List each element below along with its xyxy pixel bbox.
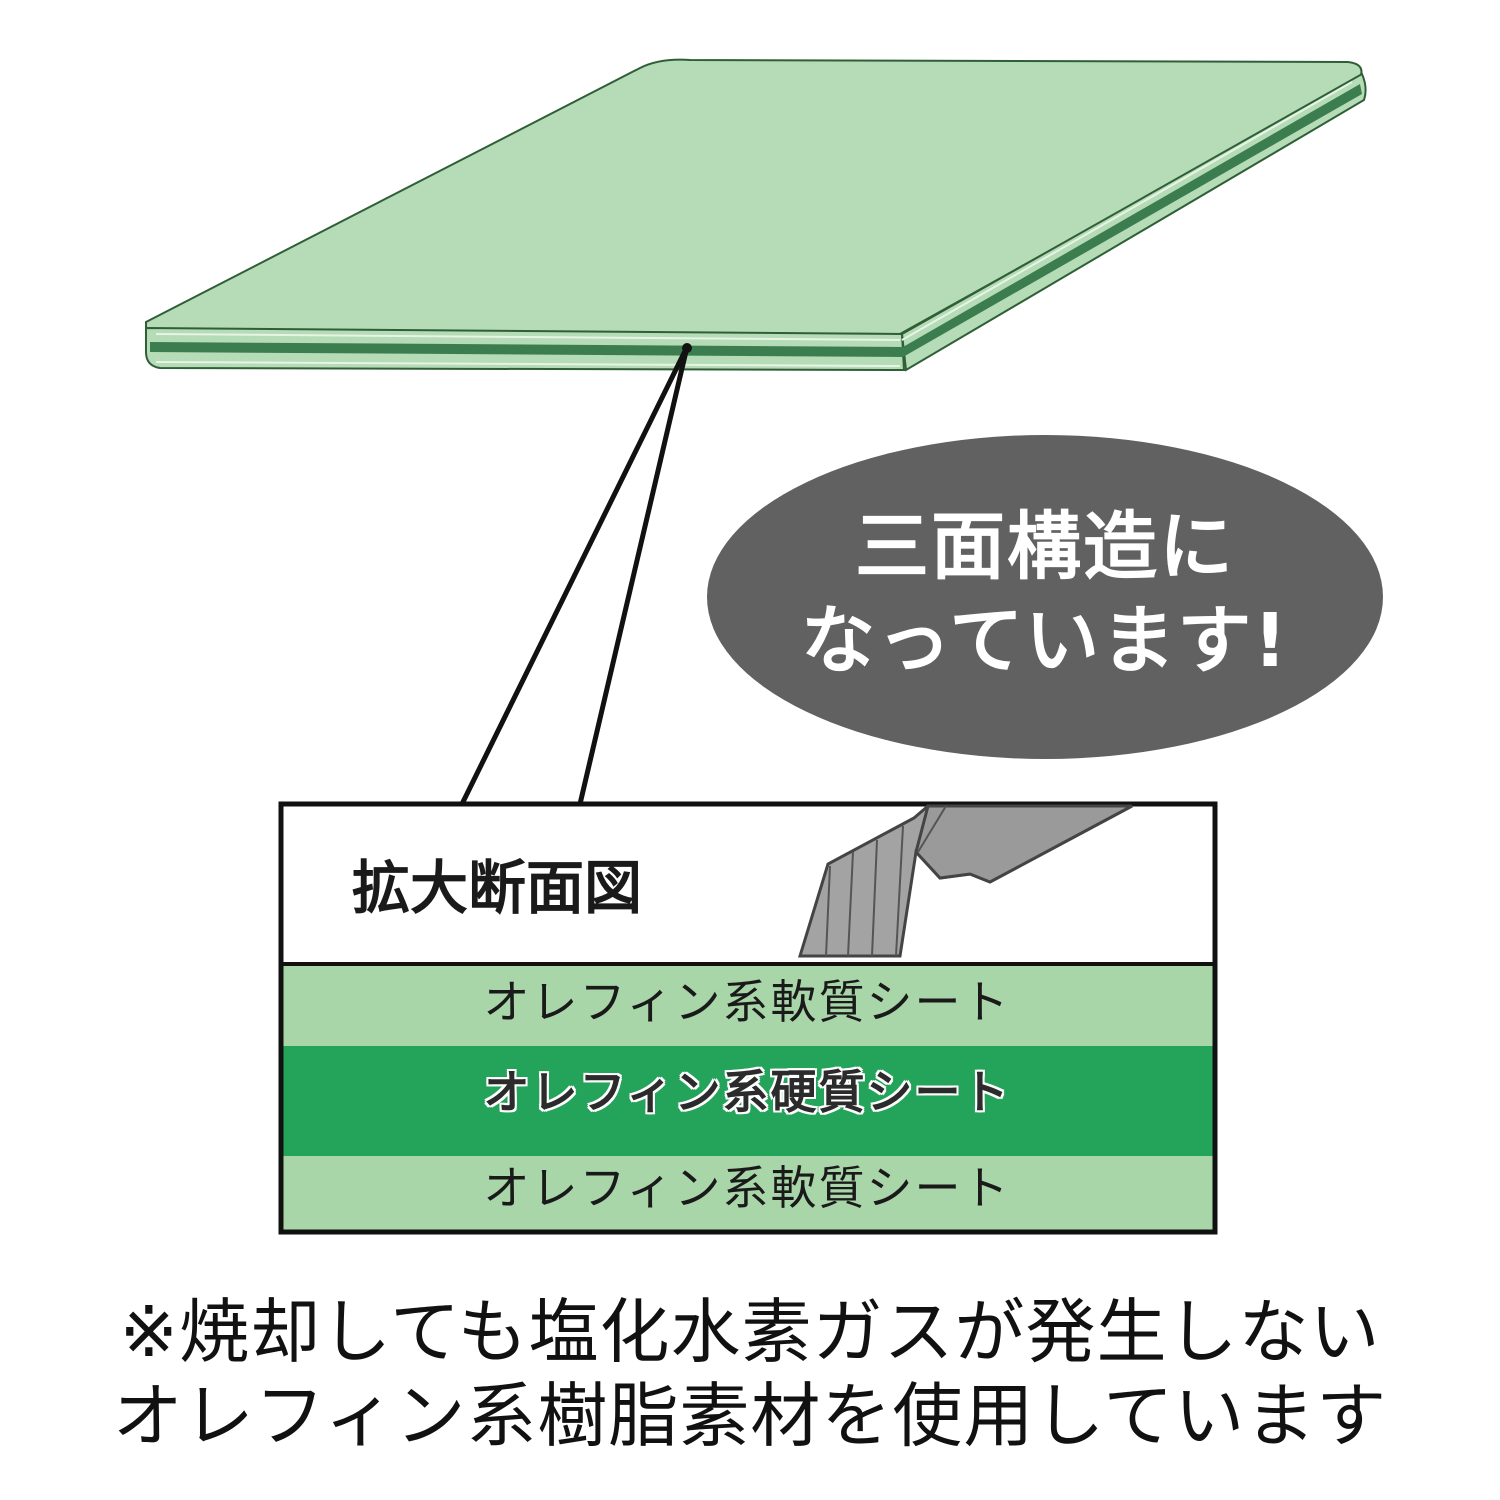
layer-label-soft-bottom: オレフィン系軟質シート — [483, 1161, 1011, 1215]
cross-section-box — [278, 801, 1218, 1235]
callout-leader — [459, 343, 692, 806]
layer-label-soft-top: オレフィン系軟質シート — [483, 975, 1011, 1029]
speech-bubble — [707, 435, 1383, 759]
layer-hard-middle — [281, 1046, 1215, 1156]
footnote: ※焼却しても塩化水素ガスが発生しない オレフィン系樹脂素材を使用しています — [0, 1290, 1500, 1458]
layer-label-hard-middle: オレフィン系硬質シート — [483, 1065, 1011, 1119]
layer-soft-bottom — [281, 1156, 1215, 1232]
speech-bubble-line-1: 三面構造に — [855, 504, 1235, 590]
footnote-line-2: オレフィン系樹脂素材を使用しています — [112, 1375, 1388, 1457]
cutting-board — [145, 58, 1367, 372]
cutter-blade-icon — [797, 804, 1133, 958]
board-core-stripe-front — [150, 342, 903, 357]
layer-soft-top — [281, 964, 1215, 1046]
speech-bubble-text: 三面構造に なっています! — [700, 500, 1390, 700]
board-core-stripe-right — [903, 84, 1362, 357]
speech-bubble-line-2: なっています! — [800, 598, 1290, 684]
cross-section-title: 拡大断面図 — [352, 854, 643, 922]
footnote-line-1: ※焼却しても塩化水素ガスが発生しない — [119, 1291, 1381, 1373]
